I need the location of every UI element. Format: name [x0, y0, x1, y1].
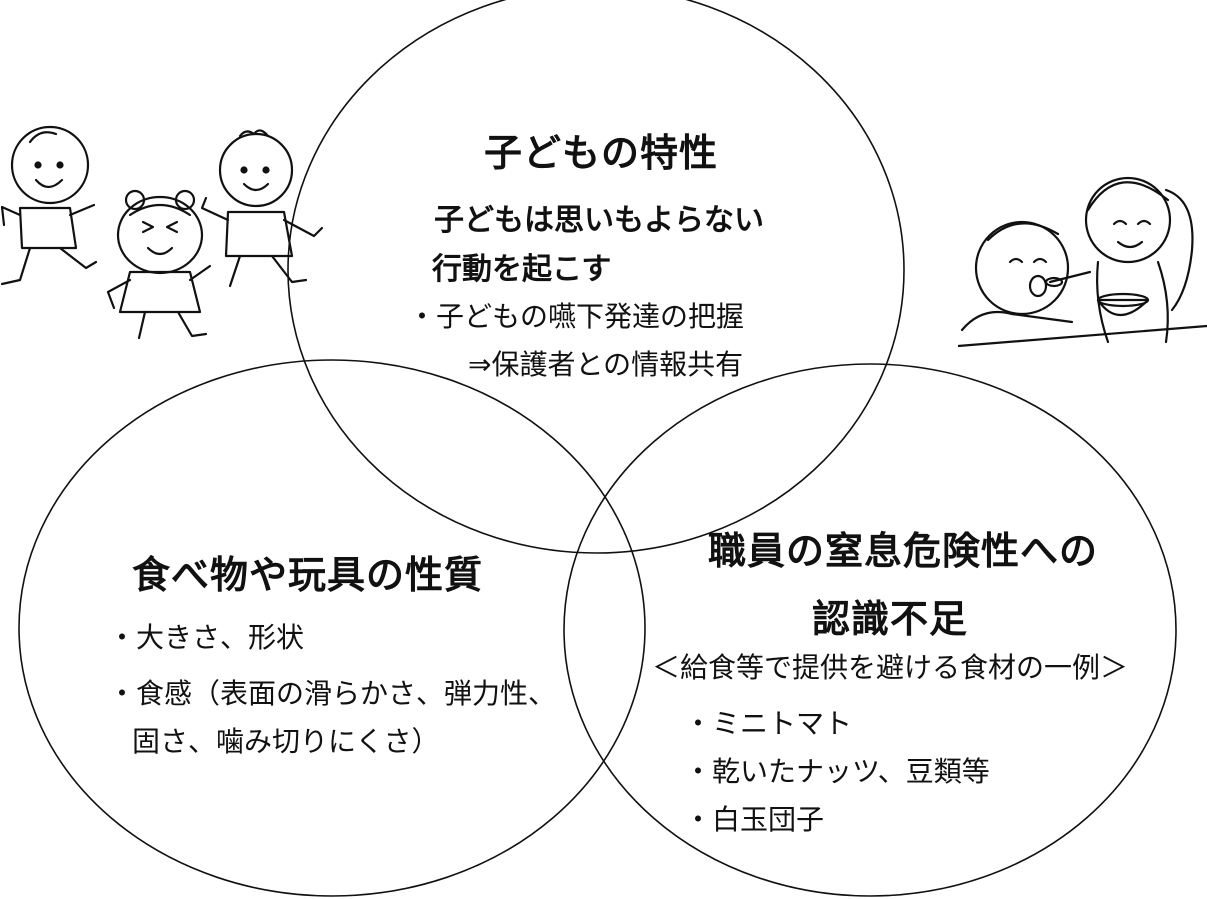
object-properties-item-size: ・大きさ、形状: [108, 621, 305, 654]
circle-staff-awareness: [563, 363, 1177, 897]
child-traits-item-swallowing: ・子どもの嚥下発達の把握: [408, 300, 745, 333]
children-running-illustration: [0, 125, 324, 340]
child-traits-subheading-line1: 子どもは思いもよらない: [434, 203, 764, 238]
staff-awareness-heading-line1: 職員の窒息危険性への: [708, 529, 1099, 573]
staff-awareness-item-dumpling: ・白玉団子: [684, 803, 825, 836]
circle-object-properties: [18, 359, 646, 897]
staff-awareness-item-tomato: ・ミニトマト: [684, 707, 853, 740]
staff-awareness-note: ＜給食等で提供を避ける食材の一例＞: [652, 651, 1129, 684]
object-properties-heading: 食べ物や玩具の性質: [132, 553, 484, 597]
staff-awareness-heading-line2: 認識不足: [812, 597, 969, 641]
object-properties-item-texture: ・食感（表面の滑らかさ、弾力性、: [108, 677, 557, 710]
object-properties-item-texture-cont: 固さ、噛み切りにくさ）: [132, 725, 440, 758]
circle-child-traits: [287, 0, 905, 554]
staff-awareness-item-nuts: ・乾いたナッツ、豆類等: [684, 755, 990, 788]
caregiver-feeding-child-illustration: [958, 176, 1207, 348]
child-traits-subheading-line2: 行動を起こす: [432, 252, 612, 287]
child-traits-item-info-sharing: ⇒保護者との情報共有: [468, 348, 744, 381]
child-traits-heading: 子どもの特性: [484, 131, 719, 175]
